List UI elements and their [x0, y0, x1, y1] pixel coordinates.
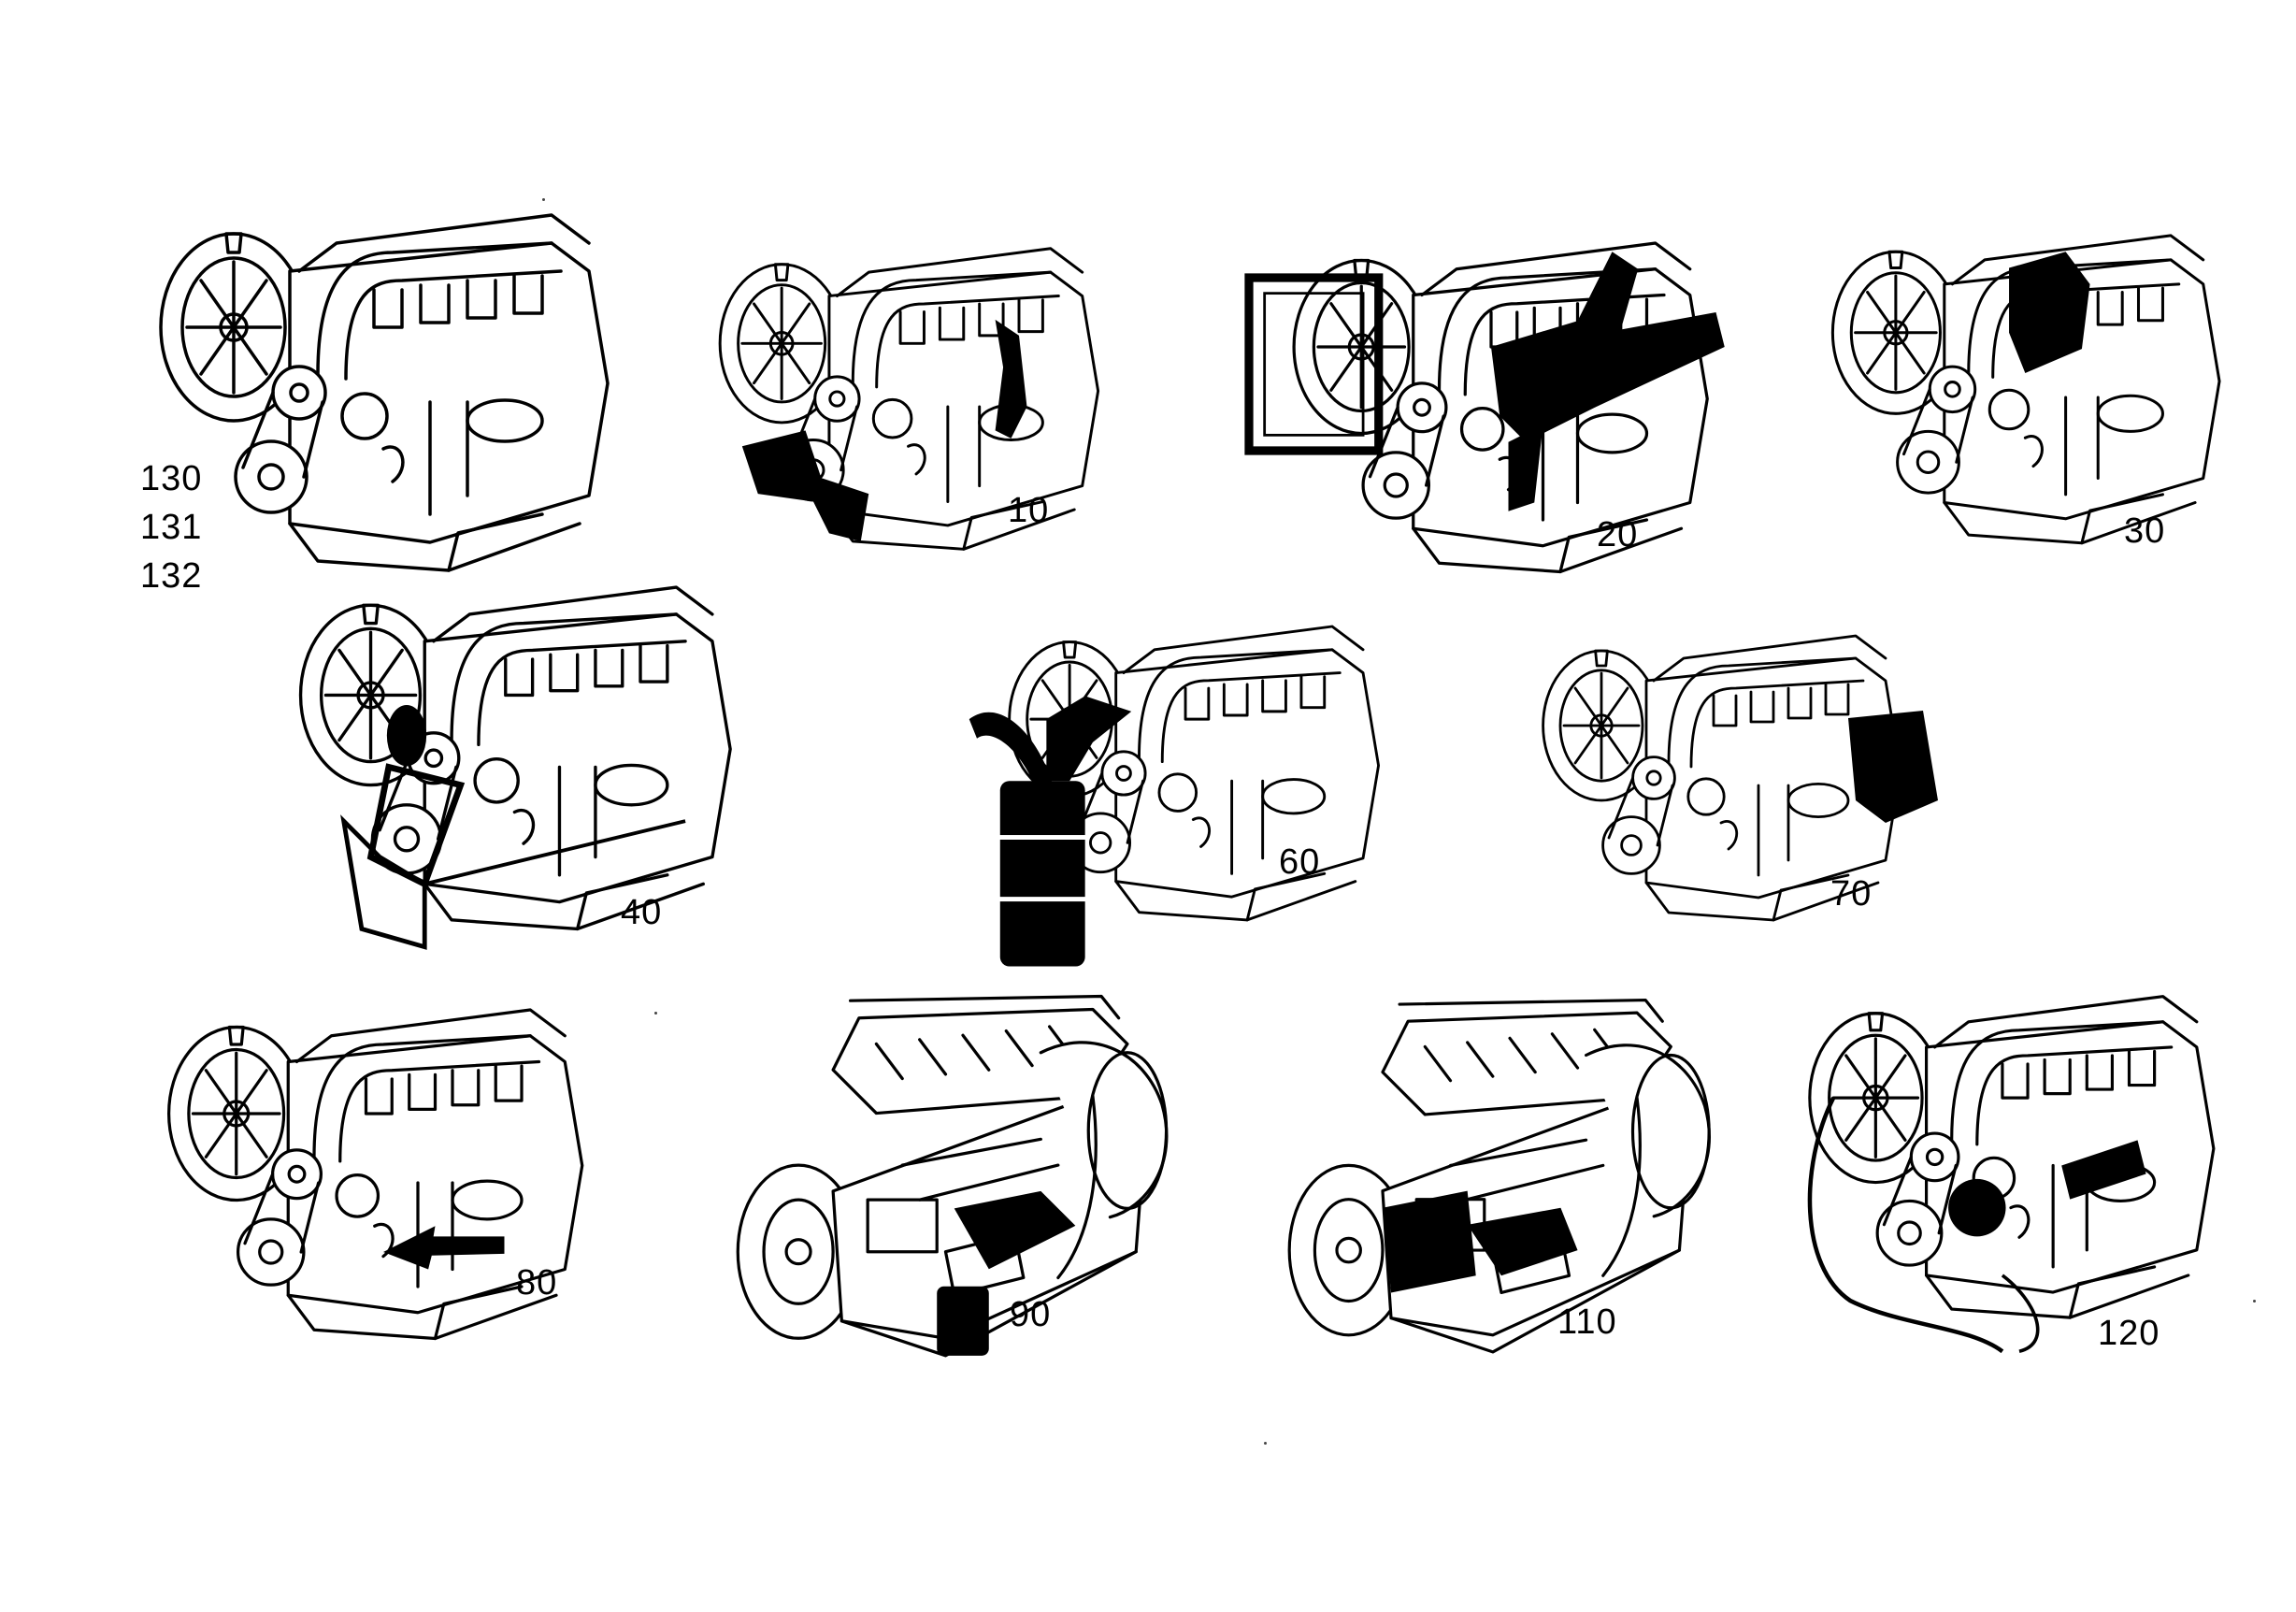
manifold-icon [1830, 234, 2221, 545]
engine-icon [159, 213, 610, 572]
ref-label-20[interactable]: 20 [1597, 515, 1639, 554]
ref-label-131[interactable]: 131 [140, 508, 203, 547]
speck [1264, 1442, 1267, 1445]
speck [2253, 1300, 2256, 1303]
ref-label-132[interactable]: 132 [140, 556, 203, 596]
muffler-icon [1542, 634, 1938, 922]
ref-label-70[interactable]: 70 [1830, 874, 1873, 914]
engine-view-70[interactable] [1514, 634, 1973, 940]
engine-view-30[interactable] [1823, 224, 2244, 575]
air-duct-icon [1244, 241, 1725, 574]
ref-label-40[interactable]: 40 [621, 893, 663, 932]
air-cleaner-icon [969, 625, 1381, 967]
speck [542, 198, 545, 201]
fuel-filter-icon [736, 994, 1169, 1358]
engine-view-60[interactable] [954, 625, 1381, 986]
belt-drive-icon [298, 585, 732, 950]
ref-label-80[interactable]: 80 [516, 1263, 558, 1303]
engine-view-110[interactable] [1281, 996, 1739, 1365]
engine-view-120[interactable] [1800, 991, 2239, 1370]
ref-label-110[interactable]: 110 [1557, 1303, 1617, 1342]
ref-label-30[interactable]: 30 [2124, 511, 2166, 551]
ref-label-10[interactable]: 10 [1008, 491, 1050, 530]
engine-view-20[interactable] [1239, 241, 1744, 594]
engine-view-80[interactable] [150, 1008, 617, 1360]
ref-label-90[interactable]: 90 [1010, 1295, 1052, 1334]
speck [654, 1012, 657, 1015]
ref-stack-130: 130 131 132 [140, 454, 202, 600]
wiring-icon [1807, 995, 2216, 1354]
engine-mount-icon [718, 247, 1100, 551]
starter-icon [1287, 998, 1712, 1354]
arrow-icon [166, 1008, 584, 1341]
engine-view-130[interactable] [150, 213, 636, 594]
engine-view-10[interactable] [710, 234, 1122, 584]
engine-view-90[interactable] [729, 991, 1197, 1370]
ref-label-60[interactable]: 60 [1279, 842, 1321, 882]
ref-label-120[interactable]: 120 [2098, 1314, 2160, 1353]
ref-label-130[interactable]: 130 [140, 459, 203, 498]
engine-view-40[interactable] [290, 580, 757, 977]
